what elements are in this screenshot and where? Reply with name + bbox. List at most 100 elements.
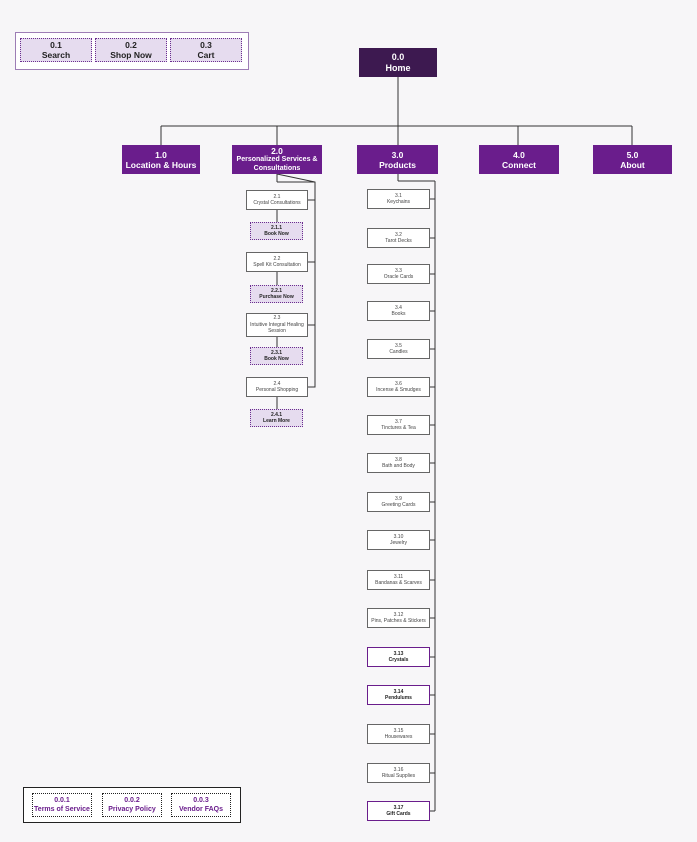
- node-id: 3.13: [393, 650, 404, 657]
- node-label: Shop Now: [110, 50, 152, 60]
- product-tarot-decks[interactable]: 3.2 Tarot Decks: [367, 228, 430, 248]
- node-label: Intuitive Integral Healing Session: [250, 321, 304, 335]
- node-id: 3.9: [395, 495, 402, 502]
- node-label: Vendor FAQs: [179, 806, 223, 813]
- node-label: Crystals: [388, 657, 409, 663]
- product-greeting-cards[interactable]: 3.9 Greeting Cards: [367, 492, 430, 512]
- product-gift-cards[interactable]: 3.17 Gift Cards: [367, 801, 430, 821]
- node-id: 3.7: [395, 418, 402, 425]
- node-label: Personal Shopping: [255, 387, 299, 393]
- node-id: 1.0: [155, 149, 167, 160]
- section-connect[interactable]: 4.0 Connect: [479, 145, 559, 174]
- product-ritual-supplies[interactable]: 3.16 Ritual Supplies: [367, 763, 430, 783]
- node-label: Learn More: [263, 418, 290, 424]
- node-id: 0.1: [50, 40, 62, 50]
- service-crystal-consultations[interactable]: 2.1 Crystal Consultations: [246, 190, 308, 210]
- node-id: 0.0.1: [54, 797, 70, 804]
- node-label: Candles: [389, 349, 408, 355]
- node-label: Pins, Patches & Stickers: [371, 618, 426, 624]
- footer-privacy-policy[interactable]: 0.0.2 Privacy Policy: [102, 793, 162, 817]
- node-label: Jewelry: [390, 540, 407, 546]
- node-id: 2.1: [273, 193, 281, 200]
- node-label: Oracle Cards: [383, 274, 414, 280]
- node-id: 2.1.1: [270, 224, 283, 231]
- product-incense-smudges[interactable]: 3.6 Incense & Smudges: [367, 377, 430, 397]
- node-label: Books: [391, 311, 406, 317]
- utility-shop-now[interactable]: 0.2 Shop Now: [95, 38, 167, 62]
- action-purchase-now[interactable]: 2.2.1 Purchase Now: [250, 285, 303, 303]
- utility-search[interactable]: 0.1 Search: [20, 38, 92, 62]
- product-oracle-cards[interactable]: 3.3 Oracle Cards: [367, 264, 430, 284]
- node-label: Ritual Supplies: [381, 773, 416, 779]
- section-about[interactable]: 5.0 About: [593, 145, 672, 174]
- node-id: 0.0: [391, 51, 405, 62]
- footer-vendor-faqs[interactable]: 0.0.3 Vendor FAQs: [171, 793, 231, 817]
- node-id: 3.0: [391, 149, 404, 160]
- node-id: 0.0.2: [124, 797, 140, 804]
- node-id: 3.12: [393, 611, 404, 618]
- node-id: 3.8: [395, 456, 402, 463]
- node-id: 3.17: [393, 804, 404, 811]
- product-bath-body[interactable]: 3.8 Bath and Body: [367, 453, 430, 473]
- section-location-hours[interactable]: 1.0 Location & Hours: [122, 145, 200, 174]
- service-personal-shopping[interactable]: 2.4 Personal Shopping: [246, 377, 308, 397]
- product-candles[interactable]: 3.5 Candles: [367, 339, 430, 359]
- node-id: 2.0: [271, 146, 283, 156]
- product-pins-patches-stickers[interactable]: 3.12 Pins, Patches & Stickers: [367, 608, 430, 628]
- node-id: 2.4.1: [270, 411, 283, 418]
- node-id: 3.14: [393, 688, 404, 695]
- service-spell-kit-consultation[interactable]: 2.2 Spell Kit Consultation: [246, 252, 308, 272]
- node-label: Gift Cards: [386, 811, 411, 817]
- node-id: 3.10: [393, 533, 404, 540]
- section-products[interactable]: 3.0 Products: [357, 145, 438, 174]
- product-crystals[interactable]: 3.13 Crystals: [367, 647, 430, 667]
- node-id: 3.1: [395, 192, 402, 199]
- section-personalized-services[interactable]: 2.0 Personalized Services & Consultation…: [232, 145, 322, 174]
- node-label: Book Now: [264, 356, 289, 362]
- node-id: 3.5: [395, 342, 402, 349]
- node-label: Bath and Body: [382, 463, 415, 469]
- product-books[interactable]: 3.4 Books: [367, 301, 430, 321]
- home-node[interactable]: 0.0 Home: [359, 48, 437, 77]
- node-id: 3.3: [395, 267, 402, 274]
- node-label: Home: [385, 62, 411, 73]
- product-tinctures-tea[interactable]: 3.7 Tinctures & Tea: [367, 415, 430, 435]
- node-label: Terms of Service: [34, 806, 90, 813]
- node-id: 2.4: [273, 380, 281, 387]
- node-label: About: [620, 159, 645, 170]
- node-id: 2.2.1: [270, 287, 283, 294]
- node-label: Book Now: [264, 231, 289, 237]
- node-id: 3.2: [395, 231, 402, 238]
- node-label: Crystal Consultations: [253, 200, 301, 206]
- node-id: 3.11: [393, 573, 404, 580]
- node-id: 0.0.3: [193, 797, 209, 804]
- footer-terms-of-service[interactable]: 0.0.1 Terms of Service: [32, 793, 92, 817]
- utility-cart[interactable]: 0.3 Cart: [170, 38, 242, 62]
- node-id: 0.2: [125, 40, 137, 50]
- node-label: Spell Kit Consultation: [253, 262, 301, 268]
- node-id: 2.3: [273, 315, 281, 322]
- node-label: Keychains: [386, 199, 411, 205]
- node-label: Cart: [197, 50, 215, 60]
- node-id: 3.16: [393, 766, 404, 773]
- node-id: 4.0: [513, 149, 525, 160]
- node-label: Tinctures & Tea: [381, 425, 416, 431]
- node-label: Personalized Services & Consultations: [236, 156, 318, 172]
- product-keychains[interactable]: 3.1 Keychains: [367, 189, 430, 209]
- service-intuitive-healing[interactable]: 2.3 Intuitive Integral Healing Session: [246, 313, 308, 337]
- action-book-now[interactable]: 2.3.1 Book Now: [250, 347, 303, 365]
- node-label: Incense & Smudges: [376, 387, 421, 393]
- product-pendulums[interactable]: 3.14 Pendulums: [367, 685, 430, 705]
- node-label: Greeting Cards: [381, 502, 416, 508]
- action-book-now[interactable]: 2.1.1 Book Now: [250, 222, 303, 240]
- node-label: Bandanas & Scarves: [375, 580, 422, 586]
- action-learn-more[interactable]: 2.4.1 Learn More: [250, 409, 303, 427]
- node-label: Purchase Now: [259, 294, 294, 300]
- node-label: Search: [41, 50, 71, 60]
- product-bandanas-scarves[interactable]: 3.11 Bandanas & Scarves: [367, 570, 430, 590]
- node-id: 3.4: [395, 304, 402, 311]
- product-housewares[interactable]: 3.15 Housewares: [367, 724, 430, 744]
- node-label: Products: [379, 159, 416, 170]
- product-jewelry[interactable]: 3.10 Jewelry: [367, 530, 430, 550]
